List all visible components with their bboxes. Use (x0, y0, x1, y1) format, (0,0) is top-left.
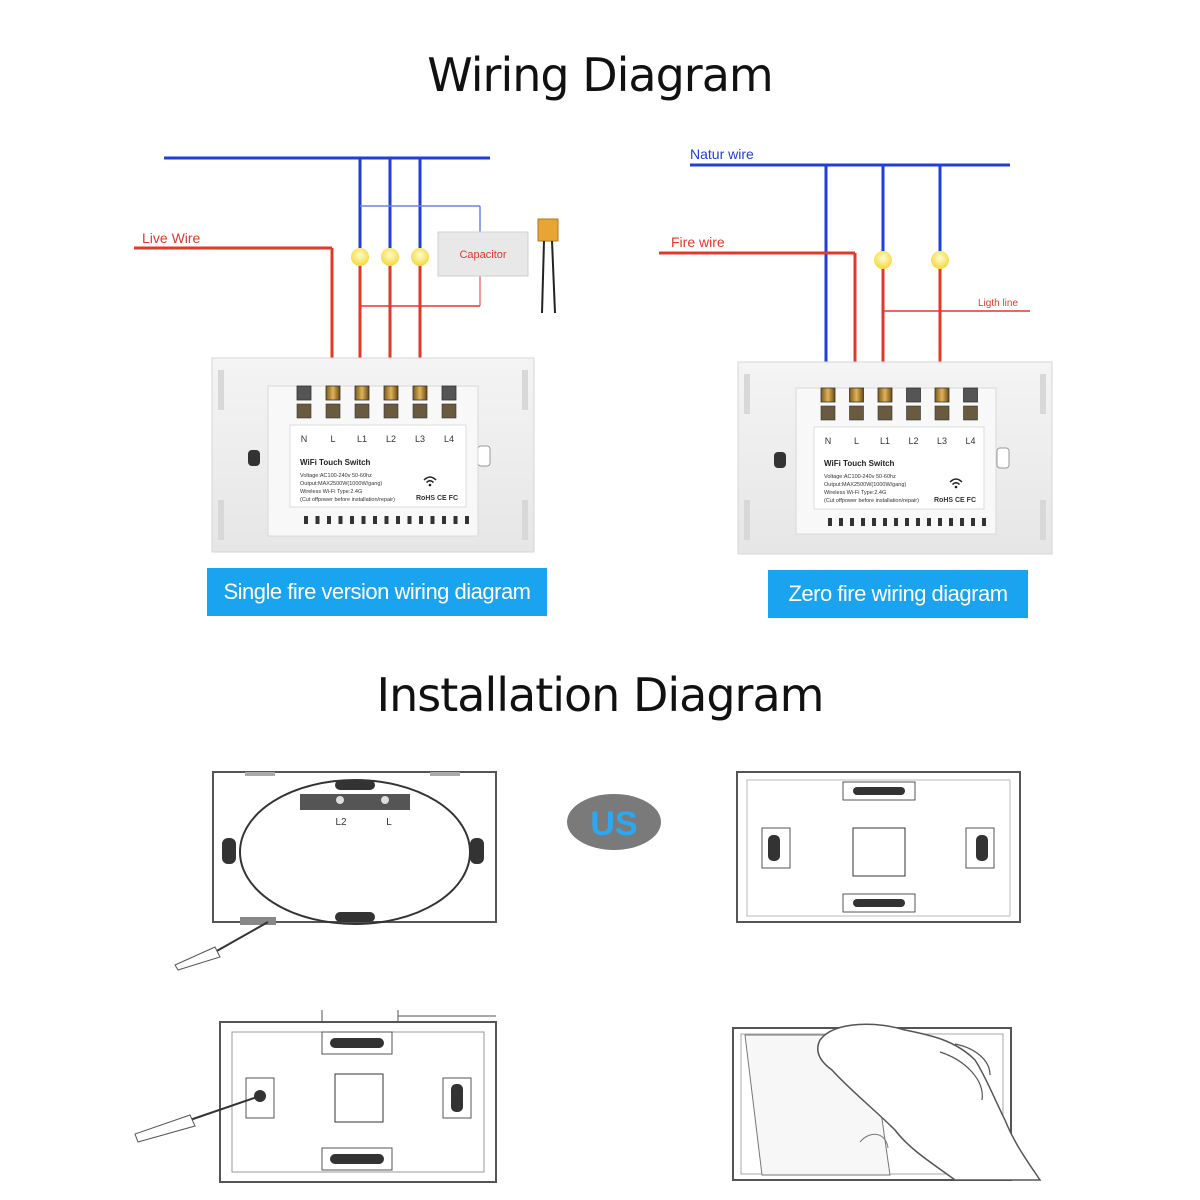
terminal-label: L2 (386, 434, 396, 444)
left-terminal-block: N L L1 L2 L3 L4 (296, 385, 457, 444)
zero-fire-wiring: Natur wire Fire wire Ligth line (659, 146, 1030, 386)
terminal-socket (820, 405, 836, 421)
wiring-diagram-title: Wiring Diagram (427, 48, 773, 102)
terminal-screw (877, 387, 893, 403)
bulb-icon (351, 248, 369, 266)
installation-diagram-title: Installation Diagram (376, 668, 825, 722)
terminal-label: L1 (357, 434, 367, 444)
bulb-icon (411, 248, 429, 266)
light-line-label: Ligth line (978, 298, 1018, 309)
terminal-screw (906, 387, 921, 403)
terminal-socket (296, 403, 312, 419)
zero-fire-banner: Zero fire wiring diagram (768, 570, 1028, 618)
terminal-label-l: L (386, 817, 392, 828)
terminal-label: L1 (880, 436, 890, 446)
terminal-socket (325, 403, 341, 419)
us-badge-text: US (590, 805, 637, 843)
terminal-label: L (854, 436, 859, 446)
card-line: Wireless Wi-Fi Type:2.4G (824, 490, 886, 496)
capacitor-component-icon (537, 218, 559, 314)
terminal-label: L4 (444, 434, 454, 444)
wifi-icon (949, 478, 963, 489)
terminal-screw (354, 385, 370, 401)
card-title: WiFi Touch Switch (824, 459, 895, 468)
hand-icon (817, 1023, 1042, 1181)
card-line: Output:MAX2500W(1000W/gang) (824, 482, 906, 488)
terminal-socket (383, 403, 399, 419)
screwdriver-icon (174, 921, 269, 971)
terminal-label: L2 (908, 436, 918, 446)
card-line: Voltage:AC100-240v 50-60hz (300, 473, 372, 479)
terminal-socket (963, 405, 978, 421)
install-step-4 (732, 1023, 1042, 1181)
left-switch-module (211, 357, 535, 553)
terminal-label: L (330, 434, 335, 444)
capacitor-label: Capacitor (459, 249, 506, 261)
left-label-card: WiFi Touch Switch Voltage:AC100-240v 50-… (300, 458, 469, 524)
bulb-icon (874, 251, 892, 269)
card-line: Voltage:AC100-240v 50-60hz (824, 474, 896, 480)
terminal-label: L3 (415, 434, 425, 444)
terminal-label: N (825, 436, 832, 446)
terminal-screw (963, 387, 978, 403)
terminal-socket (354, 403, 370, 419)
cert-marks: RoHS CE FC (934, 497, 976, 504)
terminal-screw (820, 387, 836, 403)
capacitor-box (437, 231, 529, 277)
card-line: (Cut offpower before installation/repair… (300, 497, 395, 503)
terminal-screw (296, 385, 312, 401)
terminal-screw (325, 385, 341, 401)
card-line: Wireless Wi-Fi Type:2.4G (300, 489, 362, 495)
terminal-label: N (301, 434, 308, 444)
terminal-screw (849, 387, 864, 403)
terminal-socket (412, 403, 428, 419)
install-step-1: L2 L (174, 771, 497, 971)
install-step-2 (736, 771, 1021, 923)
terminal-socket (906, 405, 921, 421)
screwdriver-icon (134, 1095, 261, 1143)
terminal-screw (934, 387, 950, 403)
us-badge: US (567, 794, 661, 850)
terminal-screw (412, 385, 428, 401)
single-fire-banner: Single fire version wiring diagram (207, 568, 547, 616)
right-label-card: WiFi Touch Switch Voltage:AC100-240v 50-… (824, 459, 986, 526)
terminal-socket (441, 403, 457, 419)
card-line: (Cut offpower before installation/repair… (824, 498, 919, 504)
terminal-screw (441, 385, 457, 401)
terminal-label: L4 (965, 436, 975, 446)
bulb-icon (931, 251, 949, 269)
terminal-label-l2: L2 (335, 817, 347, 828)
card-line: Output:MAX2500W(1000W/gang) (300, 481, 382, 487)
wifi-icon (423, 476, 437, 487)
terminal-screw (383, 385, 399, 401)
card-title: WiFi Touch Switch (300, 458, 371, 467)
bulb-icon (381, 248, 399, 266)
neutral-wire-label: Natur wire (690, 146, 754, 162)
fire-wire-label: Fire wire (671, 234, 725, 250)
install-step-3 (134, 1010, 497, 1183)
terminal-socket (934, 405, 950, 421)
terminal-socket (849, 405, 864, 421)
cert-marks: RoHS CE FC (416, 495, 458, 502)
terminal-label: L3 (937, 436, 947, 446)
right-terminal-block: N L L1 L2 L3 L4 (820, 387, 978, 446)
single-fire-wiring: Capacitor Live Wire (134, 156, 559, 385)
right-switch-module (737, 361, 1053, 555)
live-wire-label: Live Wire (142, 230, 201, 246)
terminal-socket (877, 405, 893, 421)
